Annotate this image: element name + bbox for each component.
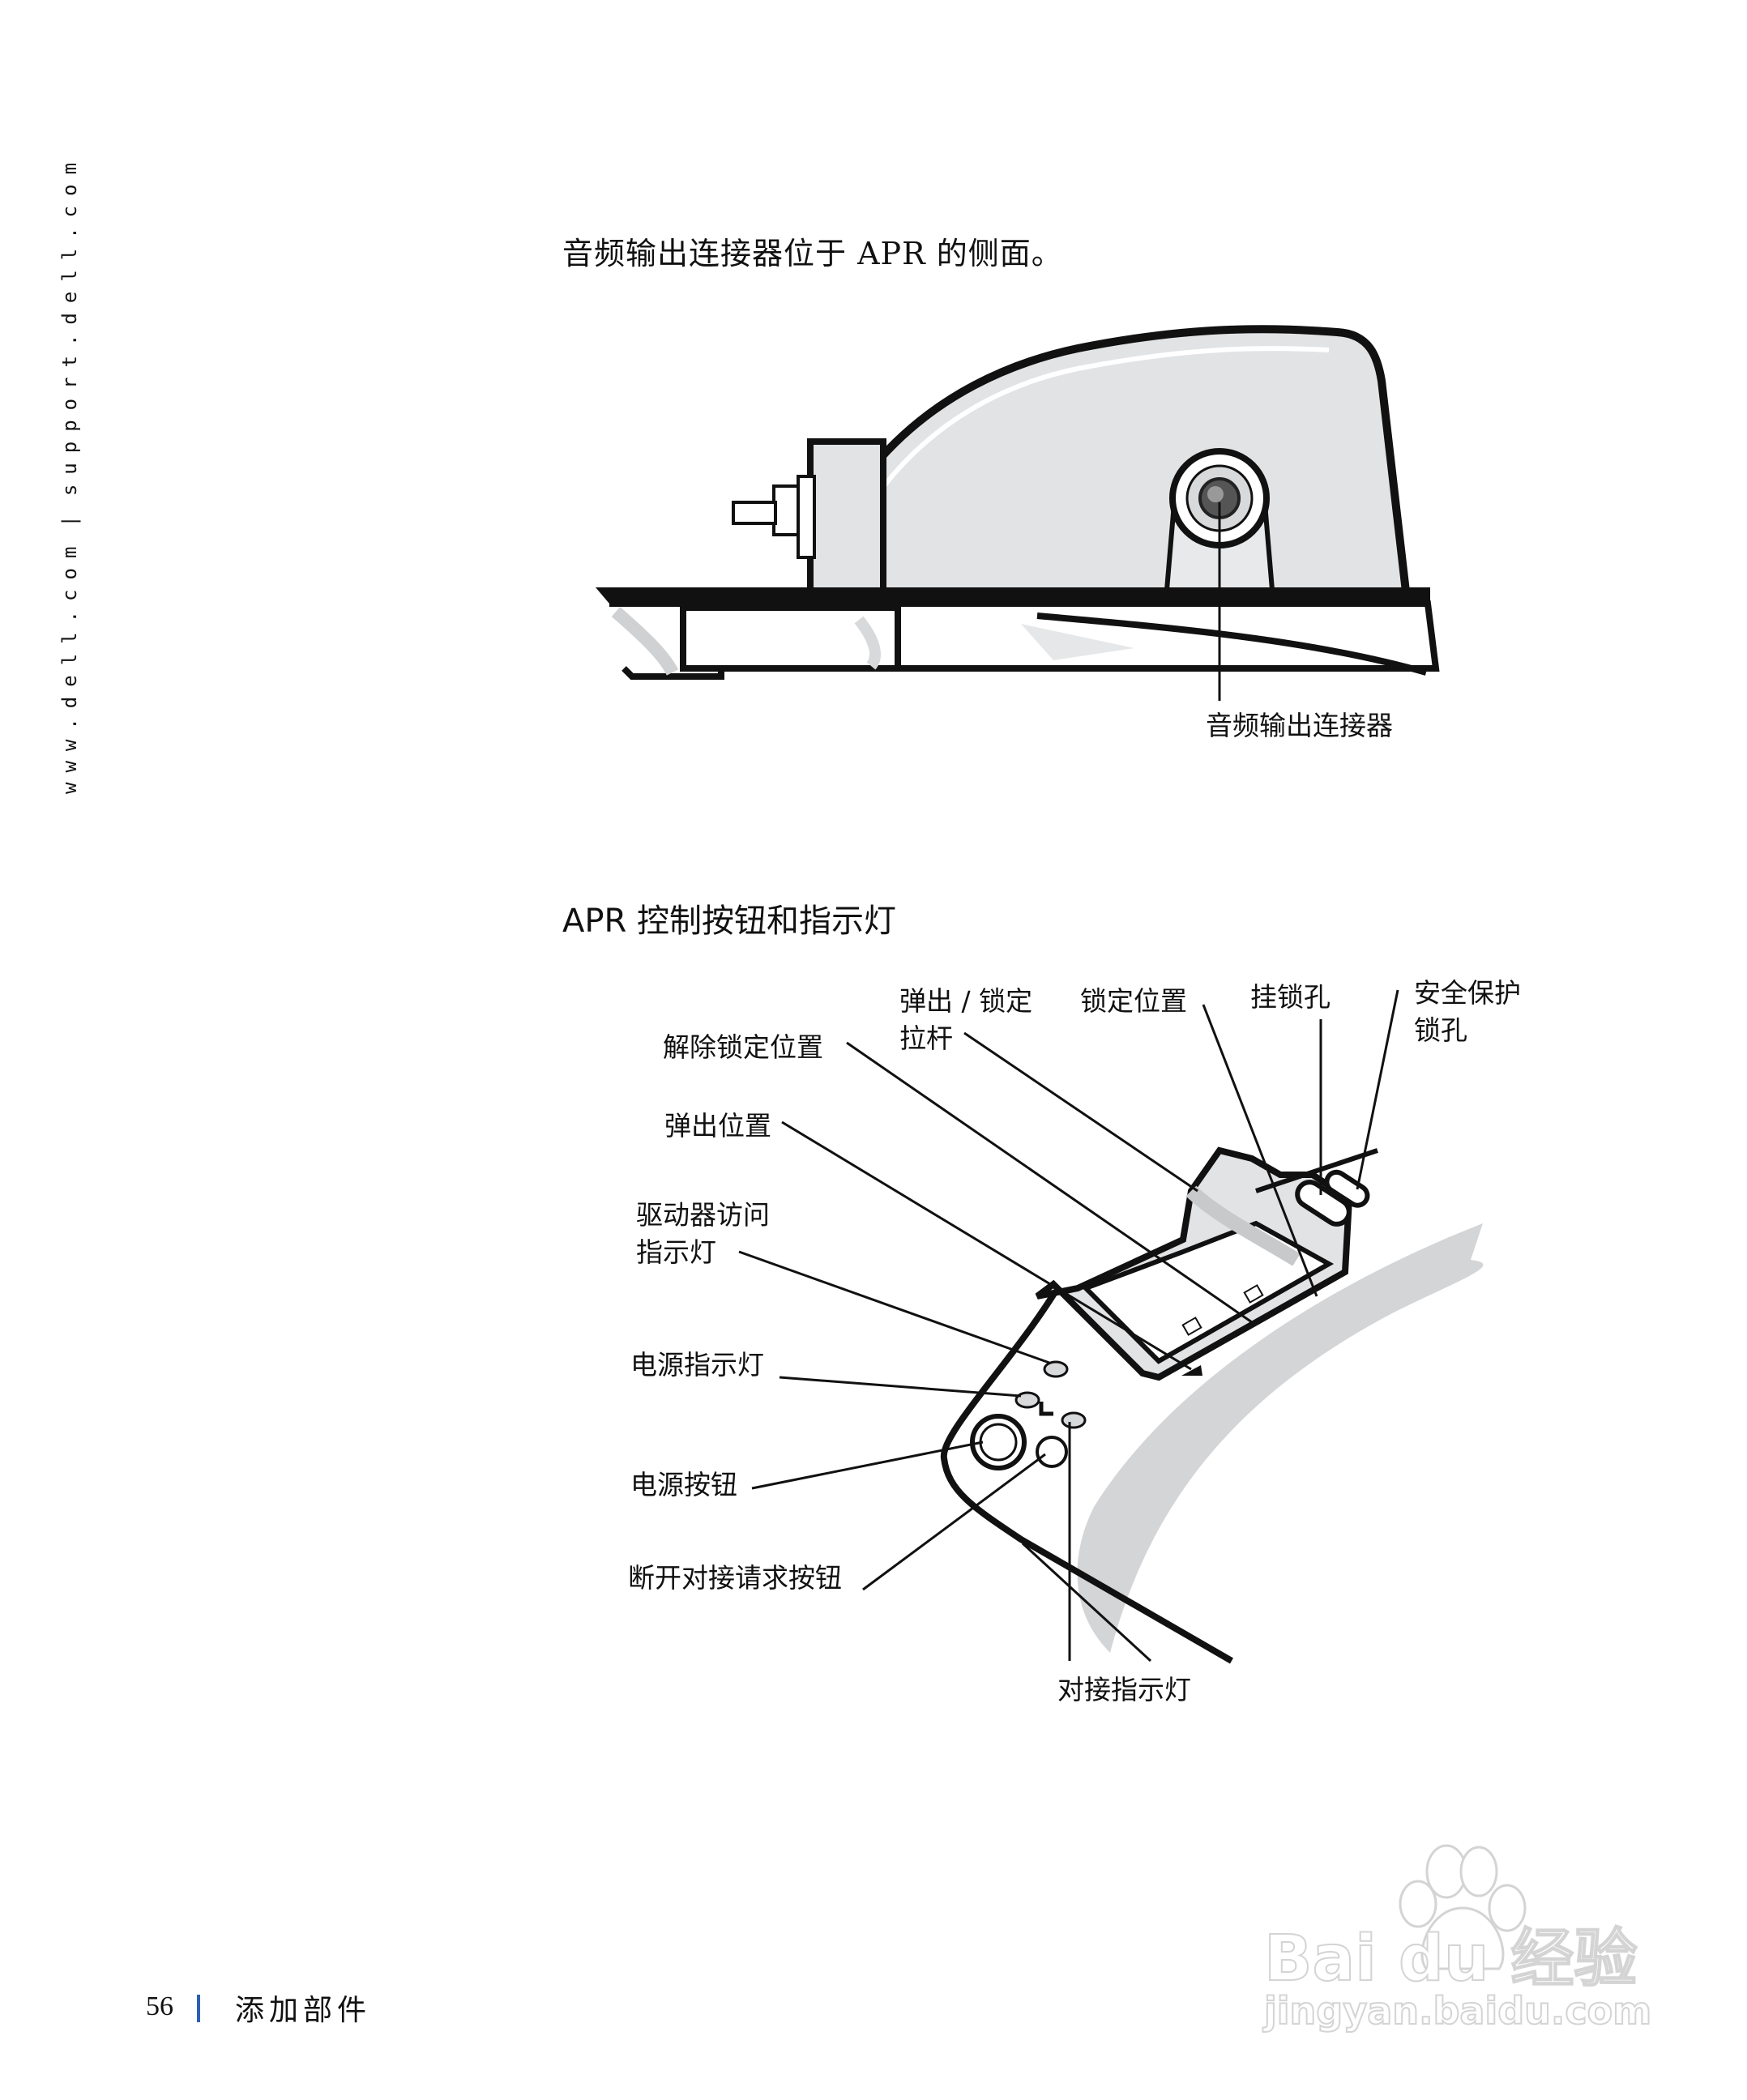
baidu-watermark: Bai du 经验 jingyan.baidu.com xyxy=(1240,1839,1661,2042)
callout-padlock-hole: 挂锁孔 xyxy=(1250,981,1331,1013)
intro-text: 音频输出连接器位于 APR 的侧面。 xyxy=(562,236,1063,271)
callout-dock-light: 对接指示灯 xyxy=(1057,1674,1191,1705)
callout-locked-position: 锁定位置 xyxy=(1080,985,1187,1017)
section-title: APR 控制按钮和指示灯 xyxy=(562,903,896,940)
sidebar-url-dell: www.dell.com xyxy=(58,536,81,794)
callout-power-button: 电源按钮 xyxy=(630,1469,737,1500)
sidebar-url: www.dell.com | support.dell.com xyxy=(58,153,81,794)
watermark-url: jingyan.baidu.com xyxy=(1263,1988,1652,2034)
callout-power-light: 电源指示灯 xyxy=(630,1349,764,1381)
apr-side-view-illustration xyxy=(596,325,1440,701)
callout-eject-position: 弹出位置 xyxy=(664,1110,771,1142)
watermark-logo: Bai du 经验 xyxy=(1263,1922,1638,1996)
callout-audio-out-connector: 音频输出连接器 xyxy=(1206,710,1393,741)
callout-unlocked-position: 解除锁定位置 xyxy=(663,1031,823,1063)
page-number: 56 xyxy=(146,1991,173,2021)
apr-controls-illustration xyxy=(738,989,1484,1664)
paw-icon xyxy=(1399,1844,1527,1970)
footer-divider xyxy=(197,1995,200,2022)
sidebar-separator: | xyxy=(58,506,81,527)
callout-eject-lock-lever: 弹出 / 锁定 拉杆 xyxy=(899,985,1033,1054)
callout-drive-access-light: 驱动器访问 指示灯 xyxy=(636,1199,770,1268)
callout-security-lock-slot: 安全保护 锁孔 xyxy=(1414,977,1521,1046)
callout-undock-request-button: 断开对接请求按钮 xyxy=(628,1562,842,1594)
chapter-title: 添加部件 xyxy=(235,1994,372,2027)
sidebar-url-support: support.dell.com xyxy=(58,152,81,497)
